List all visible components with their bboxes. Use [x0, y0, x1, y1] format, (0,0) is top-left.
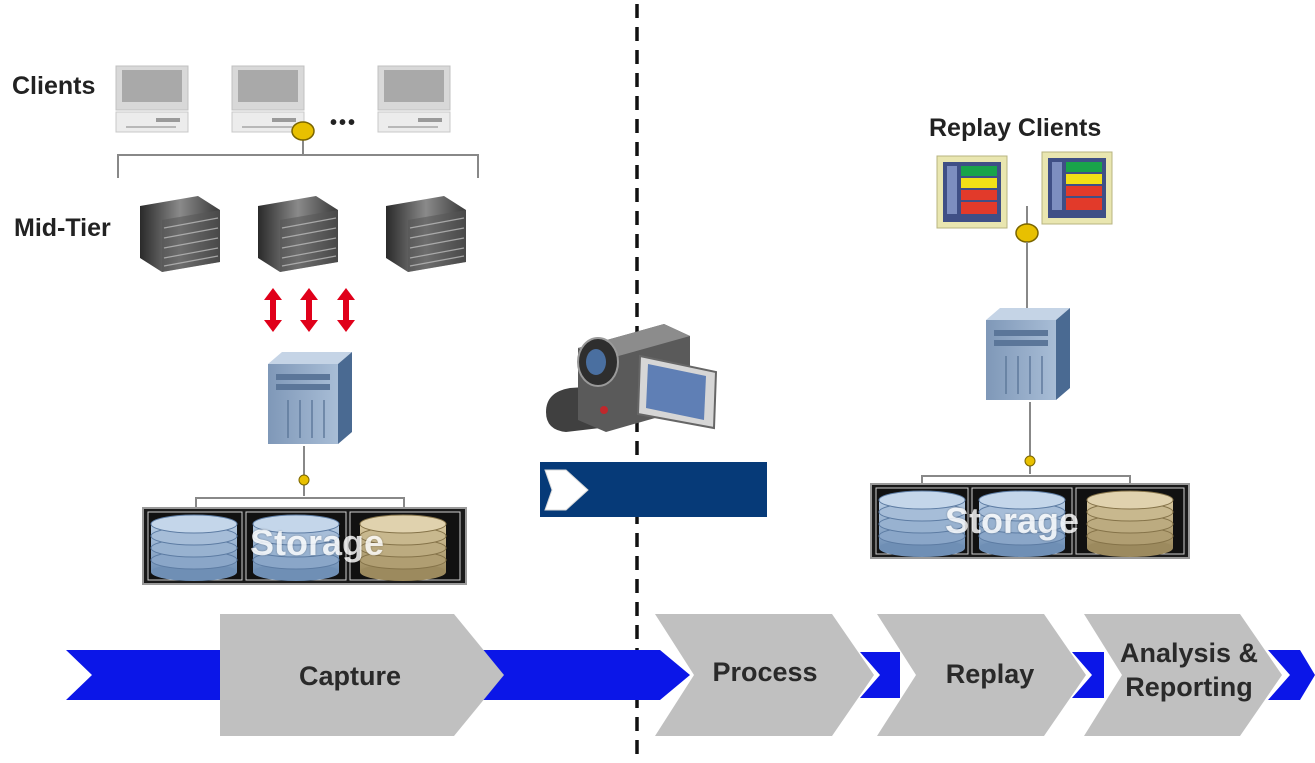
connector-node-icon [1015, 223, 1039, 243]
monitor-icon [231, 65, 305, 133]
server-icon [139, 195, 221, 273]
replay-step-chevron [877, 614, 1086, 736]
dashboard-icon [1041, 151, 1113, 225]
monitor-icon [115, 65, 189, 133]
analysis-step-chevron [1084, 614, 1282, 736]
process-step-label: Process [712, 657, 818, 687]
tower-server-icon [985, 307, 1071, 401]
double-arrow-icon [337, 288, 355, 332]
double-arrow-icon [264, 288, 282, 332]
connector-node-icon [298, 474, 310, 486]
connector-node-icon [291, 121, 315, 141]
storage-array-left [142, 507, 467, 585]
workflow-flow [66, 650, 1315, 700]
database-icon [1086, 490, 1174, 558]
connector-node-icon [1024, 455, 1036, 467]
ellipsis-label: ••• [330, 112, 358, 134]
replay-clients-group [936, 151, 1113, 310]
process-step-chevron [655, 614, 874, 736]
tower-server-icon [267, 351, 353, 445]
replay-step-label: Replay [945, 659, 1035, 689]
capture-file-banner [540, 462, 767, 517]
capture-step-label: Capture [298, 661, 401, 691]
mid-tier-group [139, 195, 467, 273]
double-arrow-icon [300, 288, 318, 332]
storage-right-label: Storage [945, 500, 1080, 541]
replay-clients-label: Replay Clients [929, 114, 1102, 142]
monitor-icon [377, 65, 451, 133]
capture-step-chevron [220, 614, 504, 736]
play-arrow-icon [544, 469, 589, 511]
database-icon [150, 514, 238, 582]
server-icon [385, 195, 467, 273]
camcorder-icon [546, 324, 718, 432]
server-icon [257, 195, 339, 273]
analysis-step-line2: Reporting [1125, 672, 1253, 702]
storage-array-right [870, 483, 1190, 559]
clients-label: Clients [12, 72, 96, 100]
dashboard-icon [936, 155, 1008, 229]
analysis-step-line1: Analysis & [1119, 638, 1259, 668]
clients-group [115, 65, 479, 178]
analysis-step-label: Analysis & Reporting [1108, 636, 1270, 704]
storage-left-label: Storage [250, 522, 385, 563]
mid-tier-label: Mid-Tier [14, 214, 111, 242]
